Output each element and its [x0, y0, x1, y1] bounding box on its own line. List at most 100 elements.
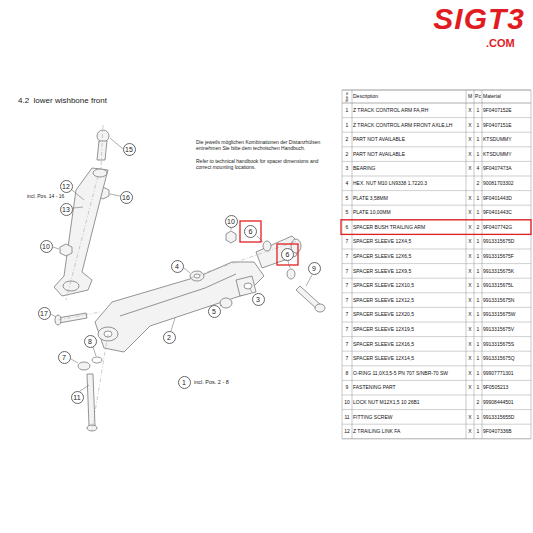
table-rule	[352, 90, 353, 439]
table-cell: 1	[475, 293, 481, 308]
table-cell: 10	[343, 395, 351, 410]
table-cell: SPACER SLEEVE 12X16,5	[353, 337, 465, 352]
table-cell: 7	[343, 249, 351, 264]
table-cell: 12	[343, 424, 351, 439]
table-header: Material	[483, 90, 530, 103]
table-cell: X	[467, 351, 473, 366]
table-cell: SPACER SLEEVE 12X4,5	[353, 234, 465, 249]
lock-nut	[226, 231, 236, 243]
table-cell: X	[467, 264, 473, 279]
highlight-row	[341, 220, 531, 235]
table-cell: 9913315675D	[483, 234, 530, 249]
logo: SIGT3	[433, 2, 525, 36]
table-rule	[342, 132, 531, 133]
table-cell: 9	[343, 380, 351, 395]
plate	[220, 298, 232, 308]
section-title: 4.2 lower wishbone front	[18, 96, 107, 105]
table-rule	[342, 351, 531, 352]
table-cell: 9F0407336B	[483, 424, 530, 439]
table-cell: SPACER SLEEVE 12X19,5	[353, 322, 465, 337]
table-rule	[342, 409, 531, 410]
table-cell: 1	[475, 322, 481, 337]
highlight-box	[240, 221, 261, 242]
table-cell: 9913315675W	[483, 307, 530, 322]
table-cell: 2	[475, 176, 481, 191]
table-cell: 9F0407151E	[483, 118, 530, 133]
bearing-3	[236, 276, 256, 296]
screw-head	[87, 425, 97, 431]
spacer-bush	[263, 241, 271, 251]
table-rule	[342, 278, 531, 279]
table-cell: X	[467, 366, 473, 381]
table-cell: SPACER SLEEVE 12X12,5	[353, 293, 465, 308]
leader-line	[171, 318, 175, 331]
bolt-head	[315, 304, 325, 312]
table-cell: 5	[343, 191, 351, 206]
table-cell: 99907771301	[483, 366, 530, 381]
table-cell: FASTENING PART	[353, 380, 465, 395]
table-cell: 11	[343, 410, 351, 425]
table-cell: PLATE 10,00MM	[353, 205, 465, 220]
table-cell: 9F0505213	[483, 380, 530, 395]
leader-line	[306, 275, 312, 286]
table-cell: 1	[475, 337, 481, 352]
callout-text: 10	[227, 218, 235, 225]
table-cell: 1	[475, 351, 481, 366]
spacer-bush	[287, 269, 295, 279]
table-cell: O-RING 11,0X3,5-5 PN 707 S/NBR-70 SW	[353, 366, 465, 381]
table-cell: 4	[475, 161, 481, 176]
table-rule	[342, 438, 531, 439]
table-header: Description	[353, 90, 465, 103]
table-cell: 9913315675F	[483, 249, 530, 264]
table-cell: X	[467, 278, 473, 293]
callout-number: 4	[171, 260, 184, 273]
table-cell: X	[467, 161, 473, 176]
table-cell: X	[467, 147, 473, 162]
table-cell: 1	[475, 103, 481, 118]
table-cell: 1	[475, 249, 481, 264]
table-cell: X	[467, 380, 473, 395]
table-cell: 8	[343, 366, 351, 381]
table-cell: 7	[343, 351, 351, 366]
callout-number: 10	[225, 215, 238, 228]
table-cell: PLATE 3,58MM	[353, 191, 465, 206]
table-cell: X	[467, 118, 473, 133]
callout-text: 1	[182, 379, 186, 386]
callout-number: 9	[308, 262, 321, 275]
table-rule	[474, 90, 475, 439]
table-cell: 9913315675S	[483, 337, 530, 352]
table-cell: 1	[475, 147, 481, 162]
table-cell: KTSDUMMY	[483, 147, 530, 162]
table-cell: 1	[475, 366, 481, 381]
table-rule	[342, 263, 531, 264]
leader-line	[110, 138, 123, 149]
leader-line	[73, 207, 83, 208]
table-cell: 9F0407473A	[483, 161, 530, 176]
callout-text: 2	[167, 334, 171, 341]
table-rule	[342, 90, 531, 91]
callout-number: 11	[71, 391, 84, 404]
table-header: Item no.	[346, 89, 349, 105]
callout-text: 17	[40, 310, 48, 317]
table-cell: PART NOT AVAILABLE	[353, 132, 465, 147]
table-rule	[342, 395, 531, 396]
table-cell: 7	[343, 337, 351, 352]
bolt	[58, 313, 87, 323]
leader-line	[93, 347, 96, 356]
callout-number: 15	[123, 143, 136, 156]
table-cell: 9F0407742G	[483, 220, 530, 235]
table-cell: 9913315675K	[483, 264, 530, 279]
table-rule	[342, 117, 531, 118]
table-rule	[342, 292, 531, 293]
callout-text: 8	[88, 338, 92, 345]
fitting-screw	[87, 374, 95, 426]
leader-line	[71, 359, 78, 363]
callout-text: 6	[286, 251, 290, 258]
table-cell: 1	[475, 205, 481, 220]
table-cell: 1	[475, 424, 481, 439]
table-cell: 1	[475, 264, 481, 279]
callout-text: 13	[62, 206, 70, 213]
callout-text: 12	[62, 183, 70, 190]
